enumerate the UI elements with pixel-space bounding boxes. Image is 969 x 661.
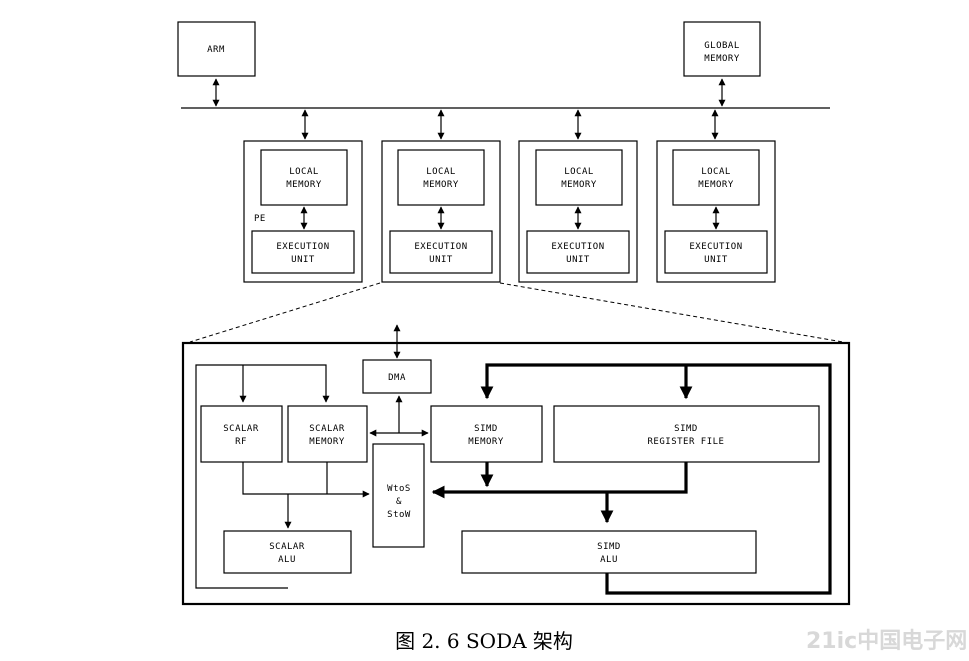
simd-feedback-bus [480,363,832,595]
simd-register-file-box [553,405,820,463]
pe-4-local-memory-label-2: MEMORY [698,180,734,190]
scalar-memory-label-2: MEMORY [309,437,345,447]
pe-2: LOCAL MEMORY EXECUTION UNIT [381,109,501,283]
dma-label: DMA [388,373,406,383]
wtos-stow-box [372,443,425,548]
pe-4-execution-unit-label-2: UNIT [704,255,728,265]
simd-alu-box [461,530,757,574]
pe-detail-frame [181,341,851,606]
pe-3-execution-unit-label-1: EXECUTION [551,242,604,252]
pe-4-execution-unit-label-1: EXECUTION [689,242,742,252]
pe-1-local-memory-label-1: LOCAL [289,167,319,177]
figure-caption: 图 2. 6 SODA 架构 [395,629,573,653]
pe-4-box [656,140,776,283]
arm-box [177,21,256,77]
simd-register-file-label-1: SIMD [674,424,698,434]
pe-1-execution-unit-label-2: UNIT [291,255,315,265]
pe-1-execution-unit-label-1: EXECUTION [276,242,329,252]
scalar-rf-label-2: RF [235,437,247,447]
pe-2-local-memory-box [397,149,485,206]
pe-label: PE [254,214,266,224]
pe-1-local-memory-box [260,149,348,206]
stow-label: StoW [387,510,411,520]
simd-regfile-out-bus [431,462,688,499]
pe-1-local-memory-label-2: MEMORY [286,180,322,190]
scalar-alu-label-2: ALU [278,555,296,565]
pe-3-local-memory-box [535,149,623,206]
pe-3: LOCAL MEMORY EXECUTION UNIT [518,109,638,283]
wtos-label: WtoS [387,484,411,494]
pe-4-execution-unit-box [664,230,768,274]
pe-3-local-memory-label-1: LOCAL [564,167,594,177]
arm-label: ARM [207,45,225,55]
simd-memory-label-1: SIMD [474,424,498,434]
pe-2-execution-unit-label-1: EXECUTION [414,242,467,252]
zoom-line-right [499,282,844,343]
global-memory-box [683,21,761,77]
scalar-rf-box [200,405,283,463]
scalar-rf-out-line [242,462,370,498]
simd-memory-box [430,405,543,463]
simd-register-file-label-2: REGISTER FILE [648,437,725,447]
pe-1: LOCAL MEMORY PE EXECUTION UNIT [243,109,363,283]
scalar-memory-label-1: SCALAR [309,424,345,434]
simd-alu-label-1: SIMD [597,542,621,552]
pe-3-box [518,140,638,283]
dma-box [362,359,432,394]
scalar-memory-box [287,405,368,463]
zoom-line-left [189,282,381,343]
global-memory-label-1: GLOBAL [704,41,740,51]
pe-2-local-memory-label-2: MEMORY [423,180,459,190]
pe-4-local-memory-label-1: LOCAL [701,167,731,177]
scalar-alu-label-1: SCALAR [269,542,305,552]
pe-3-execution-unit-box [526,230,630,274]
pe-3-local-memory-label-2: MEMORY [561,180,597,190]
scalar-alu-box [223,530,352,574]
pe-2-execution-unit-box [389,230,493,274]
pe-2-local-memory-label-1: LOCAL [426,167,456,177]
simd-memory-label-2: MEMORY [468,437,504,447]
pe-1-box [243,140,363,283]
pe-4-local-memory-box [672,149,760,206]
scalar-feedback-loop [195,364,330,589]
scalar-rf-label-1: SCALAR [223,424,259,434]
global-memory-label-2: MEMORY [704,54,740,64]
watermark-logo: 21ic中国电子网 [806,629,967,654]
simd-alu-label-2: ALU [600,555,618,565]
pe-2-box [381,140,501,283]
pe-4: LOCAL MEMORY EXECUTION UNIT [656,109,776,283]
pe-2-execution-unit-label-2: UNIT [429,255,453,265]
wtos-amp-label: & [396,497,402,507]
pe-1-execution-unit-box [251,230,355,274]
pe-3-execution-unit-label-2: UNIT [566,255,590,265]
